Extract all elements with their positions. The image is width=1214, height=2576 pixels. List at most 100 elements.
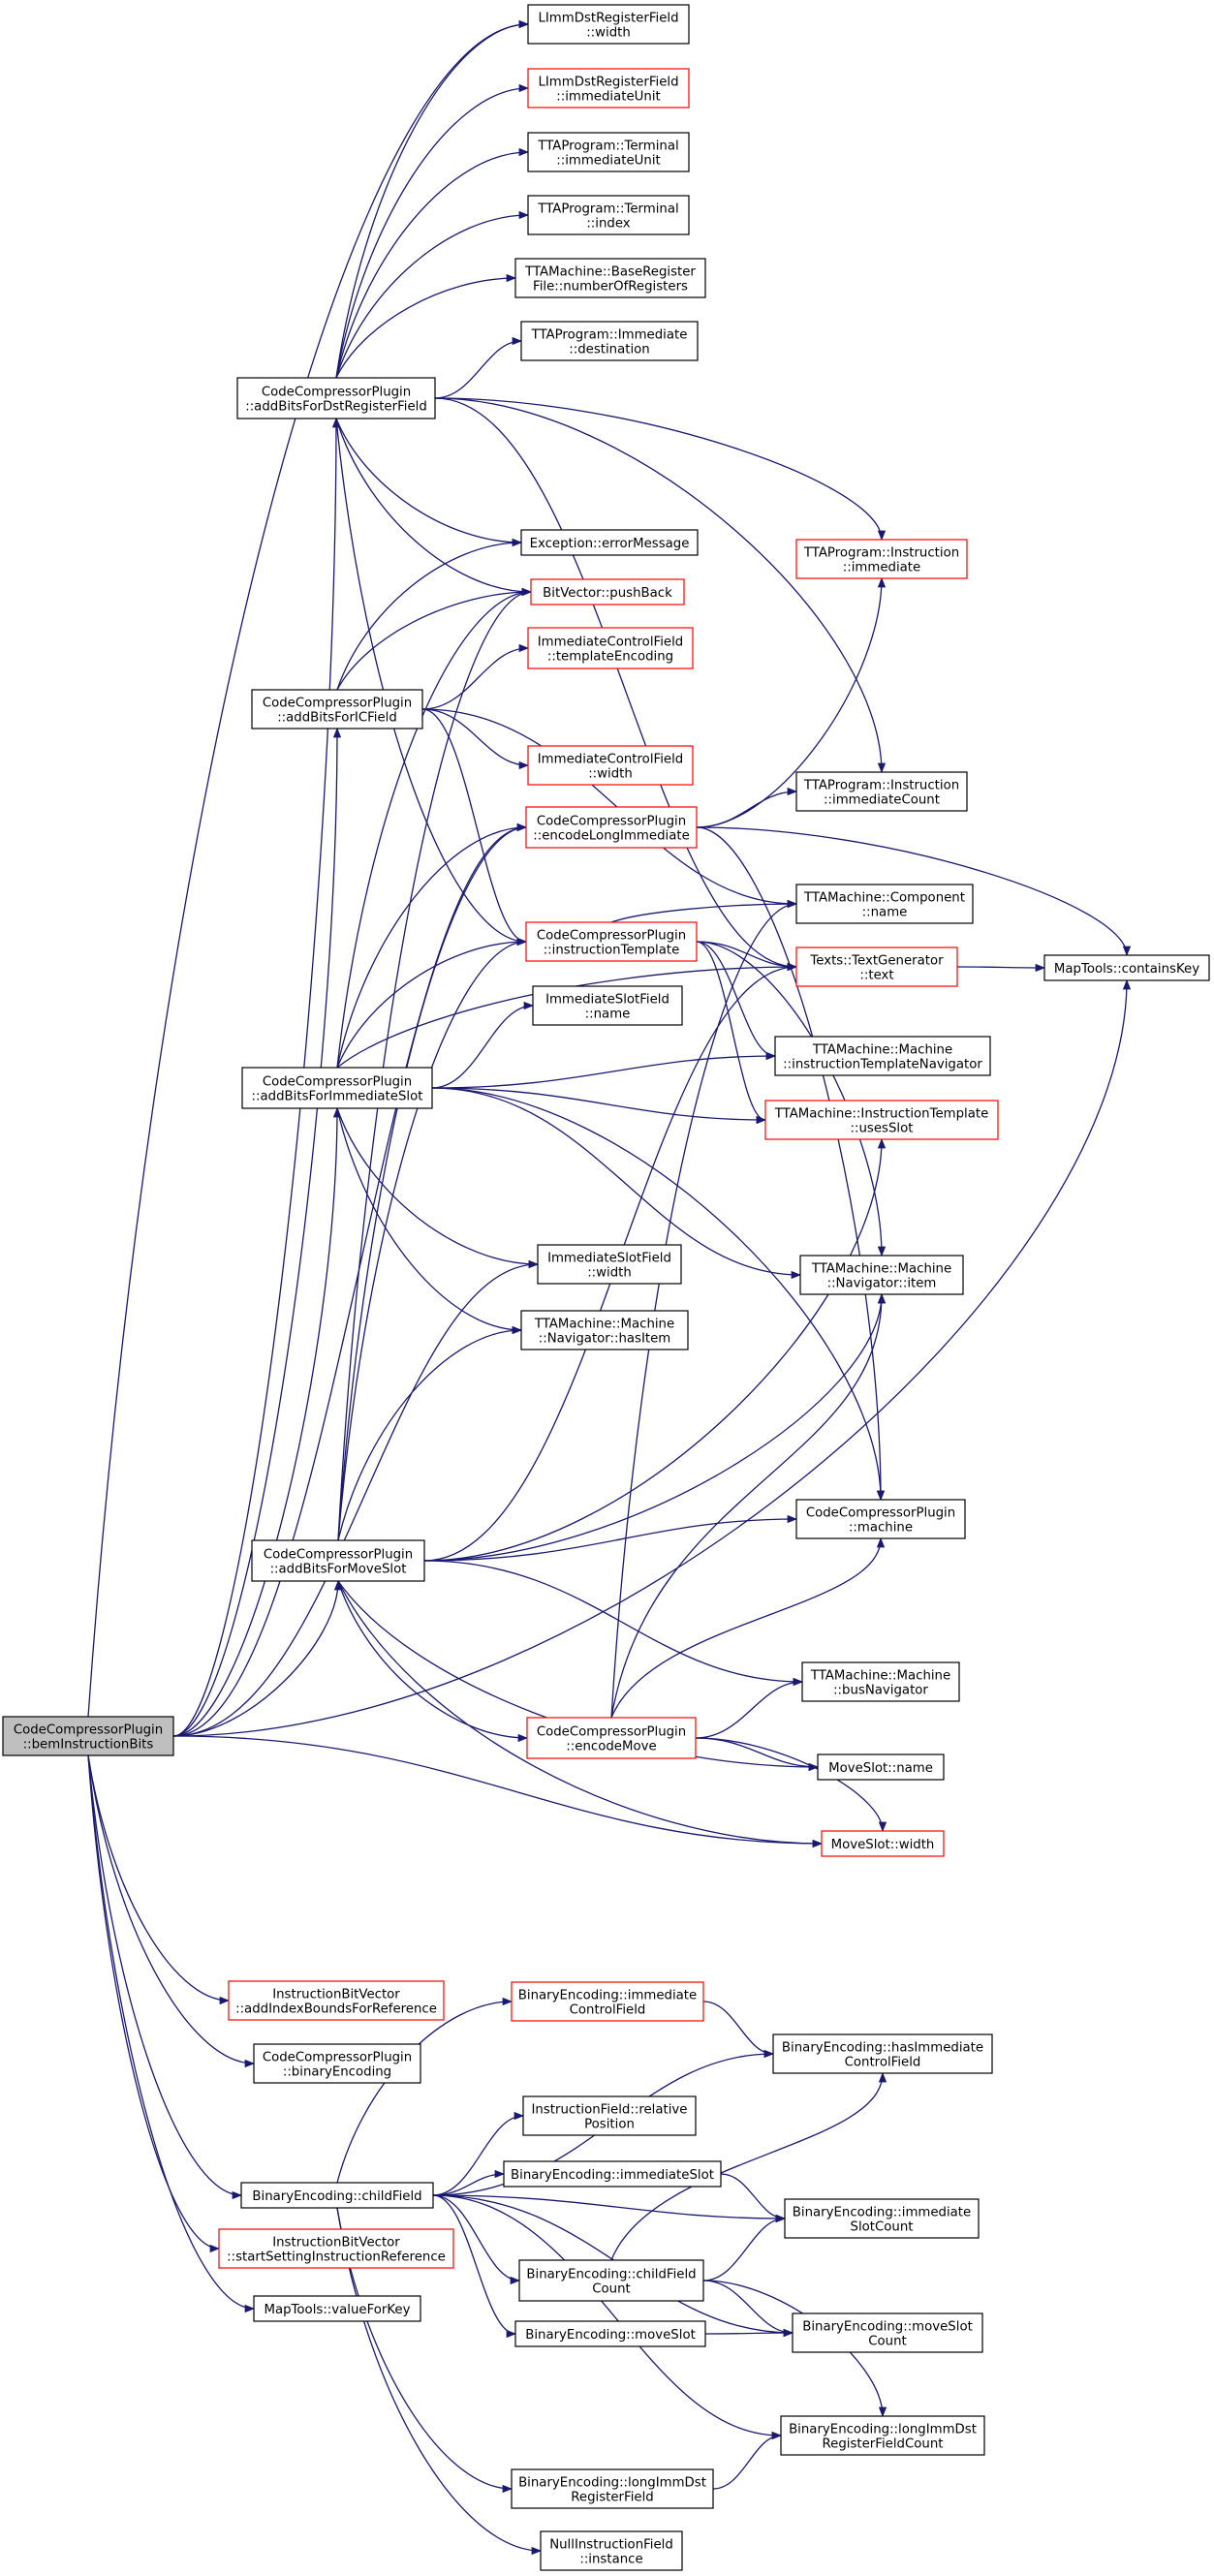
graph-node-instImmCount[interactable]: TTAProgram::Instruction::immediateCount <box>795 771 968 812</box>
graph-node-machine[interactable]: CodeCompressorPlugin::machine <box>795 1499 966 1539</box>
node-label-line: ::immediateUnit <box>556 90 661 105</box>
node-box <box>253 2043 421 2084</box>
node-label-line: BinaryEncoding::childField <box>252 2189 421 2204</box>
graph-node-valueForKey[interactable]: MapTools::valueForKey <box>253 2295 421 2322</box>
graph-node-icWidth[interactable]: ImmediateControlField::width <box>527 745 694 786</box>
node-label-line: ::instructionTemplate <box>544 944 680 958</box>
graph-node-islName[interactable]: ImmediateSlotField::name <box>532 985 683 1026</box>
call-edge-instTpl-usesSlot <box>696 941 767 1125</box>
graph-node-containsKey[interactable]: MapTools::containsKey <box>1043 954 1210 981</box>
node-label-line: BinaryEncoding::moveSlot <box>802 2320 973 2335</box>
graph-node-ibvAdd[interactable]: InstructionBitVector::addIndexBoundsForR… <box>228 1980 445 2021</box>
graph-node-encLong[interactable]: CodeCompressorPlugin::encodeLongImmediat… <box>525 806 698 849</box>
call-edge-root-binEnc <box>87 1754 256 2068</box>
call-edge-beChildCount-beMoveSlotCount <box>702 2280 794 2338</box>
graph-node-encMove[interactable]: CodeCompressorPlugin::encodeMove <box>526 1717 697 1759</box>
graph-node-limmWidth[interactable]: LImmDstRegisterField::width <box>527 4 690 45</box>
graph-node-compName[interactable]: TTAMachine::Component::name <box>795 884 974 924</box>
node-box <box>251 689 423 729</box>
node-label-line: ::width <box>586 26 631 41</box>
node-label-line: BitVector::pushBack <box>543 586 672 601</box>
node-box <box>527 195 690 235</box>
graph-node-ibvStart[interactable]: InstructionBitVector::startSettingInstru… <box>218 2228 454 2269</box>
node-label-line: BinaryEncoding::childField <box>526 2268 696 2282</box>
graph-node-childField[interactable]: BinaryEncoding::childField <box>240 2182 434 2209</box>
graph-node-immDest[interactable]: TTAProgram::Immediate::destination <box>520 321 699 361</box>
graph-node-binEnc[interactable]: CodeCompressorPlugin::binaryEncoding <box>253 2043 421 2084</box>
call-edge-childField-beImmCF <box>336 1997 514 2184</box>
node-label-line: ControlField <box>845 2056 921 2070</box>
graph-node-limmUnit[interactable]: LImmDstRegisterField::immediateUnit <box>527 68 690 109</box>
call-edge-move-instTpl <box>337 937 528 1541</box>
call-edge-imm-push <box>336 587 533 1069</box>
graph-node-texts[interactable]: Texts::TextGenerator::text <box>795 947 958 987</box>
node-label-line: ::instructionTemplateNavigator <box>783 1058 982 1072</box>
node-label-line: ::name <box>585 1008 631 1022</box>
call-edge-imm-navItem <box>431 1087 802 1280</box>
node-label-line: ::addBitsForDstRegisterField <box>245 400 427 415</box>
call-edge-beImmCF-beHasImmCF <box>702 2001 775 2059</box>
graph-node-root[interactable]: CodeCompressorPlugin::bemInstructionBits <box>2 1716 174 1756</box>
graph-node-exc[interactable]: Exception::errorMessage <box>520 529 699 556</box>
node-label-line: Count <box>592 2282 631 2297</box>
graph-node-hasItem[interactable]: TTAMachine::Machine::Navigator::hasItem <box>520 1310 689 1350</box>
node-box <box>241 1067 433 1109</box>
node-box <box>795 947 958 987</box>
graph-node-itNav[interactable]: TTAMachine::Machine::instructionTemplate… <box>774 1036 991 1076</box>
call-edge-beChildCount-beHasImmCF <box>610 2071 887 2261</box>
graph-node-nullInst[interactable]: NullInstructionField::instance <box>540 2530 683 2571</box>
graph-node-usesSlot[interactable]: TTAMachine::InstructionTemplate::usesSlo… <box>764 1100 999 1140</box>
node-box <box>228 1980 445 2021</box>
node-label-line: BinaryEncoding::immediate <box>793 2206 971 2220</box>
call-edge-imm-islWidth <box>336 1107 540 1269</box>
graph-node-busNav[interactable]: TTAMachine::Machine::busNavigator <box>801 1661 960 1702</box>
call-edge-encMove-msName <box>695 1737 820 1772</box>
graph-node-navItem[interactable]: TTAMachine::Machine::Navigator::item <box>799 1255 964 1295</box>
node-label-line: CodeCompressorPlugin <box>806 1506 955 1521</box>
graph-node-push[interactable]: BitVector::pushBack <box>530 578 685 605</box>
node-box <box>540 2530 683 2571</box>
graph-node-beImmSlot[interactable]: BinaryEncoding::immediateSlot <box>503 2160 722 2188</box>
call-edge-move-usesSlot <box>423 1137 887 1562</box>
call-edge-instTpl-navItem <box>696 941 887 1257</box>
graph-node-msName[interactable]: MoveSlot::name <box>817 1754 945 1781</box>
node-label-line: TTAMachine::Component <box>803 891 965 906</box>
graph-node-imm[interactable]: CodeCompressorPlugin::addBitsForImmediat… <box>241 1067 433 1109</box>
graph-node-termIndex[interactable]: TTAProgram::Terminal::index <box>527 195 690 235</box>
graph-node-move[interactable]: CodeCompressorPlugin::addBitsForMoveSlot <box>251 1539 425 1582</box>
node-label-line: InstructionBitVector <box>272 2236 400 2250</box>
graph-node-instImm[interactable]: TTAProgram::Instruction::immediate <box>795 539 968 579</box>
graph-node-beLongCount[interactable]: BinaryEncoding::longImmDstRegisterFieldC… <box>780 2415 985 2456</box>
call-edge-childField-beImmSlotCount <box>432 2194 787 2223</box>
node-label-line: ::index <box>586 217 630 232</box>
graph-node-islWidth[interactable]: ImmediateSlotField::width <box>537 1244 682 1285</box>
graph-node-dst[interactable]: CodeCompressorPlugin::addBitsForDstRegis… <box>236 377 436 419</box>
node-label-line: ::startSettingInstructionReference <box>227 2250 446 2265</box>
call-edge-root-containsKey <box>172 978 1132 1737</box>
graph-node-instTpl[interactable]: CodeCompressorPlugin::instructionTemplat… <box>525 921 698 962</box>
graph-node-ic[interactable]: CodeCompressorPlugin::addBitsForICField <box>251 689 423 729</box>
call-edge-move-machine <box>423 1514 798 1562</box>
call-edge-dst-exc <box>335 418 523 547</box>
graph-node-beMoveSlot[interactable]: BinaryEncoding::moveSlot <box>514 2320 706 2347</box>
node-label-line: MoveSlot::name <box>828 1761 933 1776</box>
graph-node-termUnit[interactable]: TTAProgram::Terminal::immediateUnit <box>527 132 690 172</box>
graph-node-icTemplate[interactable]: ImmediateControlField::templateEncoding <box>527 627 694 669</box>
node-box <box>2 1716 174 1756</box>
graph-node-msWidth[interactable]: MoveSlot::width <box>821 1830 945 1857</box>
node-label-line: BinaryEncoding::immediate <box>518 1989 697 2003</box>
call-edge-dst-instImm <box>434 397 887 542</box>
call-edge-dst-termIndex <box>335 210 530 379</box>
node-label-line: InstructionField::relative <box>532 2103 688 2118</box>
call-edge-beMoveSlot-beMoveSlotCount <box>704 2328 794 2338</box>
call-edge-move-encLong <box>337 822 528 1541</box>
node-label-line: ImmediateSlotField <box>547 1252 671 1266</box>
graph-node-baseReg[interactable]: TTAMachine::BaseRegisterFile::numberOfRe… <box>514 258 706 298</box>
